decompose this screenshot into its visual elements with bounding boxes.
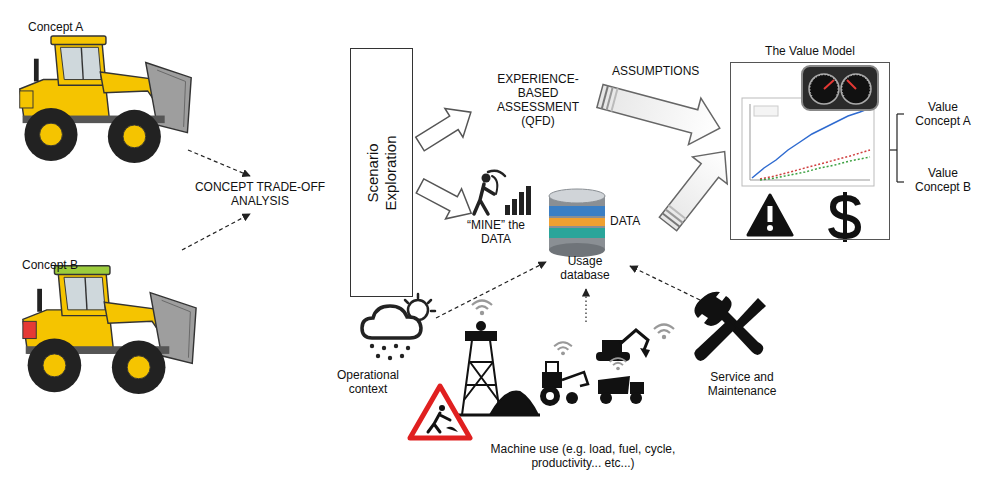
process-label: EXPERIENCE-BASED ASSESSMENT (QFD) [488, 72, 588, 128]
source-label: Operational context [326, 368, 410, 396]
box-heading: The Value Model [731, 44, 889, 58]
source-label: Service and Maintenance [690, 370, 794, 398]
data-arrow [651, 138, 742, 238]
process-label: “MINE” the DATA [460, 218, 532, 246]
database-cylinder [549, 189, 605, 257]
weather-icon [362, 294, 435, 360]
wireless-symbol [472, 301, 492, 316]
scenario-box: Scenario Exploration [350, 48, 413, 297]
process-label: CONCEPT TRADE-OFF ANALYSIS [190, 180, 330, 208]
value-model-box: The Value Model [730, 62, 890, 240]
dashed-arrow [436, 262, 546, 318]
source-label: Machine use (e.g. load, fuel, cycle, pro… [474, 442, 692, 470]
dollar-symbol [831, 192, 858, 242]
assumptions-arrow [594, 73, 726, 151]
excavator-icon [596, 330, 650, 361]
wheel-loader-b [23, 266, 196, 394]
hollow-arrow [411, 98, 480, 159]
tractor-icon [540, 362, 588, 406]
concept-label: Concept A [28, 20, 118, 34]
dashed-arrow [182, 214, 250, 250]
mine-tower [456, 322, 540, 415]
dashboard-gauge [802, 66, 878, 110]
arrow-label: DATA [610, 214, 650, 228]
dashed-arrow [188, 150, 250, 176]
warning-triangle [748, 195, 792, 235]
wireless-symbol [554, 342, 572, 355]
dashed-arrow [630, 266, 700, 300]
bracket [890, 114, 904, 182]
tools-icon [694, 292, 766, 361]
rotated-title: Scenario Exploration [364, 113, 400, 233]
arrow-label: ASSUMPTIONS [612, 64, 712, 78]
wireless-symbol [654, 325, 674, 340]
output-label: Value Concept B [907, 166, 979, 194]
wireless-symbol [610, 358, 627, 370]
dotted-arrow [585, 289, 586, 322]
value-chart [742, 98, 874, 186]
miner-icon [474, 171, 531, 215]
output-label: Value Concept A [907, 100, 979, 128]
wheel-loader-a [20, 36, 191, 163]
warning-sign [410, 386, 470, 438]
database-label: Usage database [546, 254, 624, 282]
concept-label: Concept B [22, 258, 112, 272]
dump-truck-icon [598, 376, 644, 404]
